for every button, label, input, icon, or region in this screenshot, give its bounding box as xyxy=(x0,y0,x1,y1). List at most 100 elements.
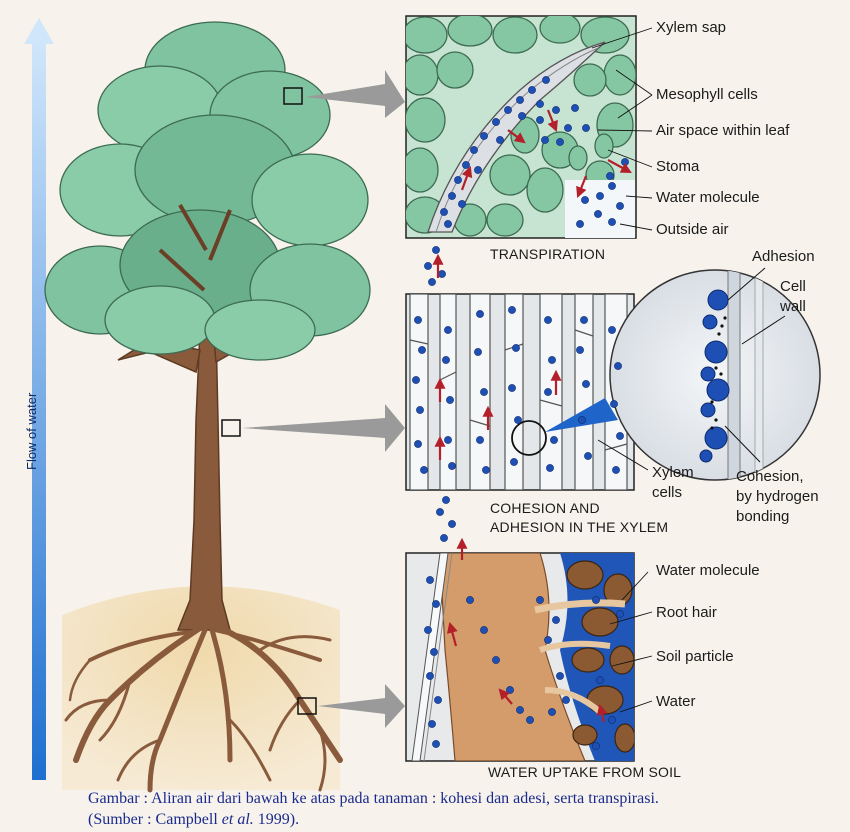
water-molecule-dot xyxy=(448,462,456,470)
water-molecule-dot xyxy=(412,376,420,384)
water-molecule-dot xyxy=(616,202,624,210)
figure-caption-line2: (Sumber : Campbell et al. 1999). xyxy=(88,810,299,829)
water-molecule-dot xyxy=(562,696,570,704)
water-molecule-dot xyxy=(608,716,616,724)
water-molecule-dot xyxy=(564,124,572,132)
water-direction-arrow xyxy=(596,703,608,723)
water-molecule-dot xyxy=(444,220,452,228)
water-molecule-dot xyxy=(416,406,424,414)
water-molecule-dot xyxy=(496,136,504,144)
water-molecule-dot xyxy=(610,400,618,408)
water-molecule-dot xyxy=(440,534,448,542)
water-direction-arrow xyxy=(607,159,632,174)
cohesion-label-3: bonding xyxy=(736,508,790,525)
water-molecule-dot xyxy=(580,316,588,324)
water-molecule-dot xyxy=(432,740,440,748)
transpiration-panel xyxy=(405,15,637,239)
water-molecule-dot xyxy=(504,106,512,114)
water-molecule-dot xyxy=(616,610,624,618)
cell-wall-label-2: wall xyxy=(780,298,806,315)
water-molecule-dot xyxy=(594,210,602,218)
detail-locators xyxy=(221,70,405,728)
water-molecule-dot xyxy=(474,166,482,174)
water-molecule-dot xyxy=(448,520,456,528)
caption-source-suffix: 1999). xyxy=(253,811,300,828)
water-molecule-dot xyxy=(546,464,554,472)
water-molecule-dot xyxy=(480,388,488,396)
cell-wall-label-1: Cell xyxy=(780,278,806,295)
water-molecule-dot xyxy=(581,196,589,204)
water-molecule-dot xyxy=(442,356,450,364)
cohesion-label-2: by hydrogen xyxy=(736,488,819,505)
water-molecule-dot xyxy=(578,416,586,424)
water-label: Water xyxy=(656,693,696,710)
water-molecule-dot xyxy=(442,496,450,504)
water-molecule-dot xyxy=(544,636,552,644)
xylem-sap-label: Xylem sap xyxy=(656,19,727,36)
water-molecule-dot xyxy=(482,466,490,474)
water-molecule-dot xyxy=(426,576,434,584)
outside-air-label: Outside air xyxy=(656,221,729,238)
water-molecule-dot xyxy=(516,96,524,104)
soil-uptake-title: WATER UPTAKE FROM SOIL xyxy=(488,764,682,780)
water-molecule-dot xyxy=(454,176,462,184)
water-molecule-dot xyxy=(438,270,446,278)
xylem-title-line2: ADHESION IN THE XYLEM xyxy=(490,519,669,535)
water-direction-arrow xyxy=(498,688,513,705)
magnifier-pointer xyxy=(545,398,618,432)
water-molecule-dot xyxy=(552,616,560,624)
water-molecule-dot xyxy=(548,356,556,364)
water-molecule-dot xyxy=(550,436,558,444)
water-molecule-dot xyxy=(428,720,436,728)
water-molecule-dot xyxy=(606,172,614,180)
water-molecule-dot xyxy=(536,596,544,604)
water-molecule-dot xyxy=(582,124,590,132)
flow-of-water-arrow xyxy=(24,18,54,780)
water-molecule-dot xyxy=(446,396,454,404)
water-molecule-dot xyxy=(424,626,432,634)
adhesion-cohesion-magnifier xyxy=(609,267,821,481)
caption-source-italic: et al. xyxy=(221,811,254,828)
water-molecule-dot xyxy=(508,306,516,314)
water-molecules xyxy=(412,76,629,750)
water-molecule-dot xyxy=(424,262,432,270)
adhesion-label: Adhesion xyxy=(752,248,815,265)
water-molecule-dot xyxy=(458,200,466,208)
water-molecule-dot xyxy=(596,192,604,200)
water-molecule-dot xyxy=(584,452,592,460)
water-molecule-dot xyxy=(528,86,536,94)
flow-of-water-label: Flow of water xyxy=(24,392,39,470)
water-molecule-dot xyxy=(608,218,616,226)
water-molecule-dot xyxy=(508,384,516,392)
xylem-title-line1: COHESION AND xyxy=(490,500,600,516)
water-molecule-dot xyxy=(616,432,624,440)
water-molecule-dot xyxy=(576,346,584,354)
water-molecule-dot xyxy=(428,278,436,286)
water-molecule-dot xyxy=(430,648,438,656)
water-movement-arrows xyxy=(432,109,632,723)
water-molecule-dot xyxy=(542,76,550,84)
water-molecule-label-bottom: Water molecule xyxy=(656,562,760,579)
water-molecule-dot xyxy=(476,310,484,318)
soil-uptake-panel xyxy=(405,552,635,762)
water-molecule-dot xyxy=(621,158,629,166)
water-molecule-dot xyxy=(514,416,522,424)
mesophyll-cells-label: Mesophyll cells xyxy=(656,86,758,103)
water-molecule-dot xyxy=(548,708,556,716)
water-molecule-dot xyxy=(432,600,440,608)
tree-canopy xyxy=(44,21,371,361)
water-molecule-dot xyxy=(414,440,422,448)
soil-ground xyxy=(62,586,340,790)
water-molecule-label-top: Water molecule xyxy=(656,189,760,206)
label-leader-lines xyxy=(591,27,653,713)
water-molecule-dot xyxy=(582,380,590,388)
water-molecule-dot xyxy=(434,696,442,704)
water-molecule-dot xyxy=(608,182,616,190)
water-molecule-dot xyxy=(556,138,564,146)
stoma-label: Stoma xyxy=(656,158,700,175)
figure-caption-line1: Gambar : Aliran air dari bawah ke atas p… xyxy=(88,790,659,807)
water-molecule-dot xyxy=(614,362,622,370)
water-molecule-dot xyxy=(544,316,552,324)
water-molecule-dot xyxy=(492,118,500,126)
